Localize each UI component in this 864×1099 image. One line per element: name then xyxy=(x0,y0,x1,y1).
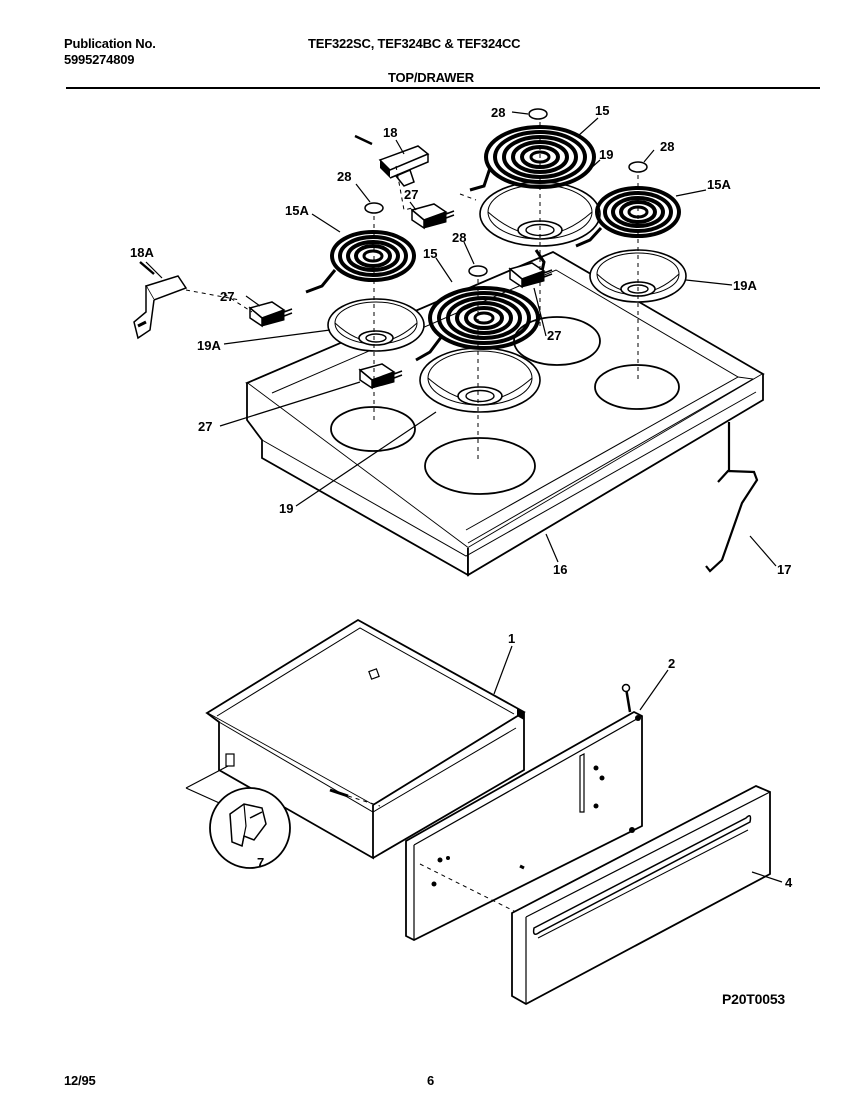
bracket-18a xyxy=(133,261,188,340)
support-rod-17 xyxy=(705,422,759,573)
washer-28-left xyxy=(364,202,384,214)
washer-28-top xyxy=(528,108,548,120)
callout-18: 18 xyxy=(383,125,397,140)
callout-15a-left: 15A xyxy=(285,203,309,218)
callout-27-left: 27 xyxy=(220,289,234,304)
callout-19-lower: 19 xyxy=(279,501,293,516)
callout-19a-right: 19A xyxy=(733,278,757,293)
cooktop-opening-front-left xyxy=(330,406,416,452)
cooktop-opening-rear-right xyxy=(594,364,680,410)
callout-15-mid: 15 xyxy=(423,246,437,261)
bracket-18 xyxy=(354,134,430,187)
callout-27-lower: 27 xyxy=(198,419,212,434)
callout-28-left: 28 xyxy=(337,169,351,184)
figure-code: P20T0053 xyxy=(722,991,786,1007)
callout-28-mid: 28 xyxy=(452,230,466,245)
callout-15-top: 15 xyxy=(595,103,609,118)
callout-17: 17 xyxy=(777,562,791,577)
section-title: TOP/DRAWER xyxy=(388,70,474,85)
receptacle-27-upper xyxy=(411,203,455,229)
page-number: 6 xyxy=(427,1073,435,1088)
drip-bowl-19a-left xyxy=(327,298,425,352)
callout-28-top: 28 xyxy=(491,105,505,120)
footer-date: 12/95 xyxy=(64,1073,96,1088)
callout-15a-right: 15A xyxy=(707,177,731,192)
header-rule xyxy=(66,87,820,89)
callout-1: 1 xyxy=(508,631,515,646)
callout-28-right: 28 xyxy=(660,139,674,154)
callout-19-top: 19 xyxy=(599,147,613,162)
callout-19a-left: 19A xyxy=(197,338,221,353)
callout-4: 4 xyxy=(785,875,793,890)
drawer-panel-2 xyxy=(405,683,643,942)
callout-27-upper: 27 xyxy=(404,187,418,202)
washer-28-mid xyxy=(468,265,488,277)
callout-16: 16 xyxy=(553,562,567,577)
publication-label: Publication No. xyxy=(64,36,156,51)
callout-27-mid: 27 xyxy=(547,328,561,343)
washer-28-right xyxy=(628,161,648,173)
surface-element-15a-right xyxy=(595,186,681,238)
callout-2: 2 xyxy=(668,656,675,671)
surface-element-15a-left xyxy=(330,230,416,282)
publication-number: 5995274809 xyxy=(64,52,135,67)
drawer-slide-7-detail xyxy=(185,765,291,869)
receptacle-27-left xyxy=(249,301,293,327)
cooktop-opening-front-right xyxy=(424,437,536,495)
drawer-1 xyxy=(205,618,526,860)
model-numbers: TEF322SC, TEF324BC & TEF324CC xyxy=(308,36,521,51)
drawer-front-4 xyxy=(511,785,771,1006)
callout-7: 7 xyxy=(257,855,264,870)
callout-18a: 18A xyxy=(130,245,154,260)
drip-bowl-19-front xyxy=(419,347,541,413)
